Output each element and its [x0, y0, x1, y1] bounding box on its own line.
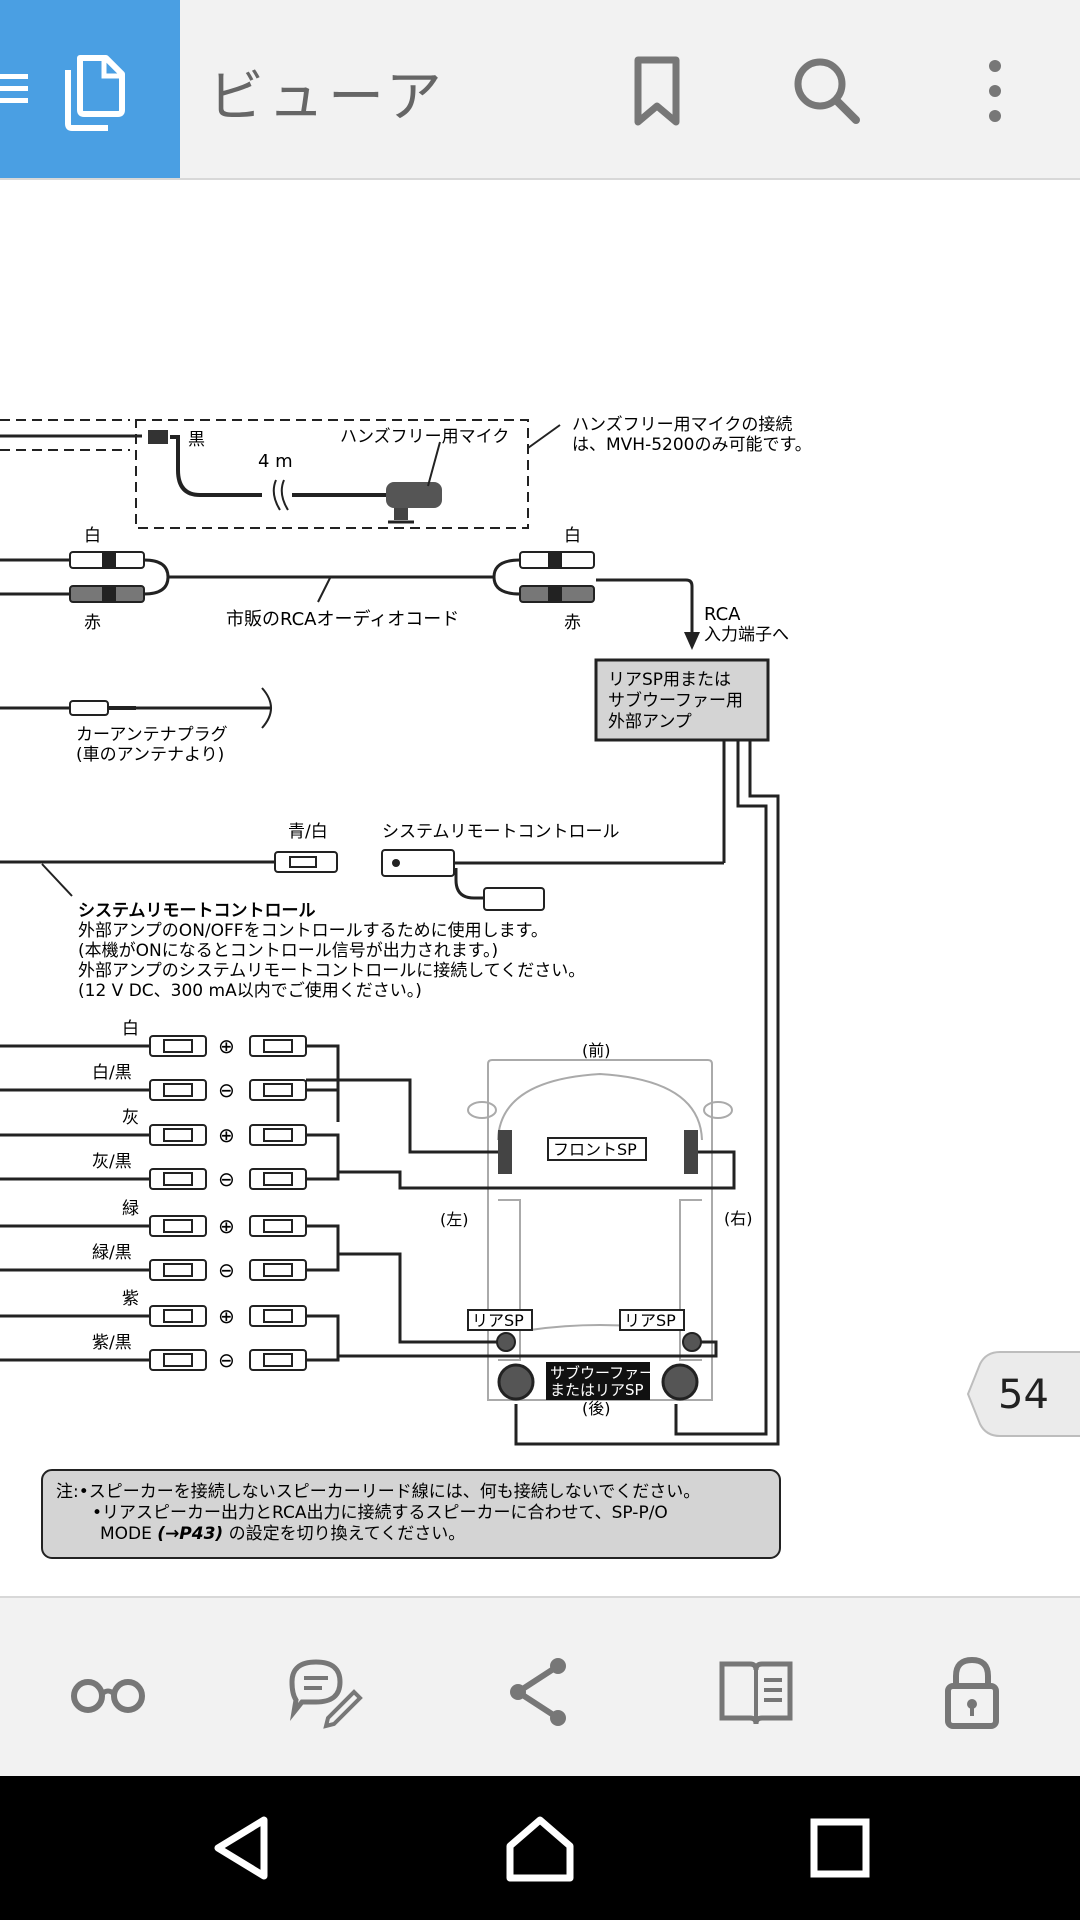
- speaker-wire-polarity: ⊖: [218, 1348, 235, 1372]
- note-line-2: •リアスピーカー出力とRCA出力に接続するスピーカーに合わせて、SP-P/O: [92, 1503, 668, 1523]
- wiring-diagram: 黒 4 m ハンズフリー用マイク ハンズフリー用マイクの接続 は、MVH-520…: [0, 415, 812, 1559]
- documents-icon[interactable]: [58, 52, 128, 132]
- speaker-wire-color-label: 灰/黒: [92, 1152, 132, 1172]
- wire-connector-detail: [263, 1128, 293, 1142]
- mic-label: ハンズフリー用マイク: [340, 427, 509, 447]
- wire-connector-detail: [163, 1353, 193, 1367]
- comment-edit-icon[interactable]: [284, 1652, 364, 1732]
- rear-speaker-left-label: リアSP: [472, 1311, 524, 1330]
- right-label: (右): [724, 1209, 753, 1228]
- lock-icon[interactable]: [932, 1652, 1012, 1732]
- mic-cable-black-label: 黒: [188, 430, 205, 450]
- wire-connector-detail: [263, 1263, 293, 1277]
- blue-white-label: 青/白: [288, 822, 328, 842]
- speaker-wire-polarity: ⊕: [218, 1214, 235, 1238]
- mic-cable-length: 4 m: [258, 451, 293, 472]
- subwoofer-label-line1: サブウーファー: [550, 1364, 654, 1382]
- wire-connector-detail: [163, 1039, 193, 1053]
- wire-connector-detail: [263, 1353, 293, 1367]
- rca-cord-label: 市販のRCAオーディオコード: [226, 609, 459, 630]
- mic-note-line2: は、MVH-5200のみ可能です。: [572, 435, 812, 455]
- front-label: (前): [582, 1041, 611, 1060]
- wire-connector-detail: [263, 1219, 293, 1233]
- system-remote-desc-1: 外部アンプのON/OFFをコントロールするために使用します。: [78, 920, 548, 941]
- wire-connector-detail: [163, 1128, 193, 1142]
- wire-connector-detail: [163, 1219, 193, 1233]
- page-number: 54: [998, 1372, 1049, 1418]
- rca-white-right-label: 白: [564, 526, 581, 546]
- front-speaker-label: フロントSP: [553, 1140, 637, 1159]
- speaker-wire-color-label: 灰: [122, 1108, 139, 1128]
- more-vert-icon[interactable]: [960, 56, 1030, 126]
- rca-input-label-1: RCA: [704, 604, 741, 625]
- speaker-pair-bridge: [306, 1133, 340, 1181]
- glasses-icon[interactable]: [68, 1652, 148, 1732]
- note-page-ref: (→P43): [157, 1524, 223, 1544]
- wire-connector-detail: [163, 1263, 193, 1277]
- rca-red-left-label: 赤: [84, 613, 101, 633]
- left-label: (左): [440, 1210, 469, 1229]
- hamburger-menu-icon[interactable]: [0, 72, 30, 106]
- page-title: ビューア: [208, 65, 446, 130]
- antenna-label-line1: カーアンテナプラグ: [76, 725, 228, 745]
- rca-white-left-label: 白: [84, 526, 101, 546]
- antenna-label-line2: (車のアンテナより): [76, 745, 224, 765]
- rear-label: (後): [582, 1399, 611, 1418]
- book-icon[interactable]: [716, 1652, 796, 1732]
- note-line-1: 注:•スピーカーを接続しないスピーカーリード線には、何も接続しないでください。: [56, 1482, 700, 1502]
- wire-connector-detail: [163, 1172, 193, 1186]
- system-remote-label: システムリモートコントロール: [382, 822, 620, 842]
- wire-connector-detail: [163, 1083, 193, 1097]
- system-remote-desc-4: (12 V DC、300 mA以内でご使用ください。): [78, 980, 422, 1001]
- speaker-pair-bridge: [306, 1314, 340, 1362]
- amp-label-line3: 外部アンプ: [608, 712, 692, 732]
- bookmark-icon[interactable]: [622, 56, 692, 126]
- speaker-wire-color-label: 緑/黒: [92, 1243, 132, 1263]
- document-viewer[interactable]: 黒 4 m ハンズフリー用マイク ハンズフリー用マイクの接続 は、MVH-520…: [0, 180, 1080, 1596]
- speaker-pair-bridge: [306, 1044, 340, 1092]
- speaker-wire-color-label: 緑: [122, 1199, 139, 1219]
- recents-icon[interactable]: [804, 1812, 876, 1884]
- speaker-wire-polarity: ⊖: [218, 1258, 235, 1282]
- bottom-toolbar: [0, 1596, 1080, 1778]
- share-icon[interactable]: [498, 1652, 578, 1732]
- note-line-3: MODE (→P43) の設定を切り換えてください。: [100, 1524, 465, 1544]
- back-icon[interactable]: [206, 1812, 278, 1884]
- rear-speaker-right-label: リアSP: [624, 1311, 676, 1330]
- search-icon[interactable]: [792, 56, 862, 126]
- navigation-block[interactable]: [0, 0, 180, 178]
- amp-label-line1: リアSP用または: [608, 670, 731, 690]
- system-remote-desc-2: (本機がONになるとコントロール信号が出力されます。): [78, 941, 498, 961]
- app-bar: ビューア: [0, 0, 1080, 180]
- speaker-wire-polarity: ⊖: [218, 1078, 235, 1102]
- note-mode-text: の設定を切り換えてください。: [229, 1524, 466, 1544]
- speaker-wire-polarity: ⊕: [218, 1304, 235, 1328]
- rca-red-right-label: 赤: [564, 613, 581, 633]
- home-icon[interactable]: [504, 1812, 576, 1884]
- system-navigation-bar: [0, 1776, 1080, 1920]
- rca-input-label-2: 入力端子へ: [704, 625, 789, 645]
- speaker-wire-color-label: 白: [122, 1019, 139, 1039]
- system-remote-title: システムリモートコントロール: [78, 901, 316, 921]
- speaker-wire-polarity: ⊕: [218, 1123, 235, 1147]
- speaker-wire-polarity: ⊕: [218, 1034, 235, 1058]
- note-mode: MODE: [100, 1524, 152, 1544]
- speaker-pair-bridge: [306, 1224, 340, 1272]
- speaker-wire-polarity: ⊖: [218, 1167, 235, 1191]
- speaker-wire-color-label: 紫/黒: [92, 1333, 132, 1353]
- speaker-wire-color-label: 白/黒: [92, 1063, 132, 1083]
- system-remote-desc-3: 外部アンプのシステムリモートコントロールに接続してください。: [78, 961, 585, 981]
- subwoofer-label-line2: またはリアSP: [550, 1381, 644, 1399]
- wire-connector-detail: [263, 1039, 293, 1053]
- wire-connector-detail: [163, 1309, 193, 1323]
- wire-connector-detail: [263, 1309, 293, 1323]
- speaker-wire-color-label: 紫: [122, 1289, 139, 1309]
- page-indicator-tab[interactable]: [966, 1350, 1080, 1438]
- wire-connector-detail: [263, 1172, 293, 1186]
- amp-label-line2: サブウーファー用: [608, 690, 743, 711]
- car-outline: [467, 1059, 733, 1401]
- wire-connector-detail: [263, 1083, 293, 1097]
- speaker-wire-rows: 白 ⊕ 白/黒 ⊖ 灰 ⊕ 灰/黒 ⊖ 緑 ⊕ 緑/黒 ⊖ 紫 ⊕ 紫/黒 ⊖: [0, 1019, 340, 1372]
- mic-note-line1: ハンズフリー用マイクの接続: [572, 415, 792, 435]
